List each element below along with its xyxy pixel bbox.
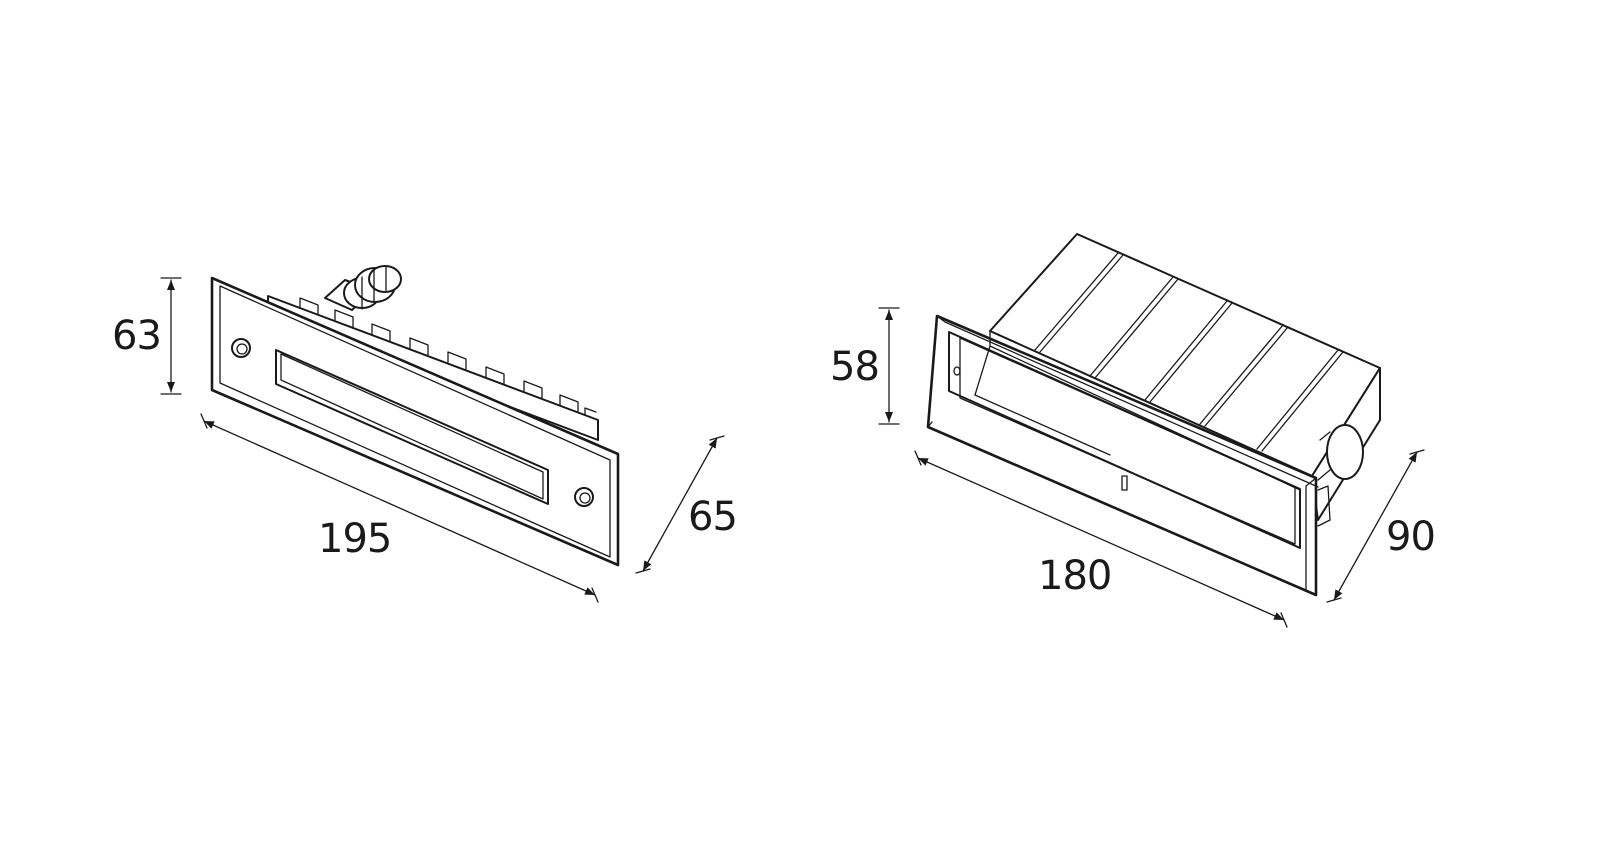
cable-gland <box>324 265 402 311</box>
box-height-dimension: 58 <box>830 307 900 425</box>
fixture-height-dimension: 63 <box>112 277 182 395</box>
fixture-height-label: 63 <box>112 313 161 359</box>
fixture-depth-label: 65 <box>688 494 737 540</box>
box-depth-dimension: 90 <box>1326 449 1436 603</box>
mounting-box-view: 58 180 90 <box>830 233 1436 628</box>
fixture-view: 63 195 65 <box>112 265 738 603</box>
fixture-depth-dimension: 65 <box>635 435 738 574</box>
box-width-label: 180 <box>1038 553 1111 599</box>
box-width-dimension: 180 <box>914 450 1288 628</box>
fixture-width-dimension: 195 <box>200 413 599 603</box>
fixture-width-label: 195 <box>318 516 391 562</box>
box-height-label: 58 <box>830 344 879 390</box>
box-depth-label: 90 <box>1386 514 1435 560</box>
